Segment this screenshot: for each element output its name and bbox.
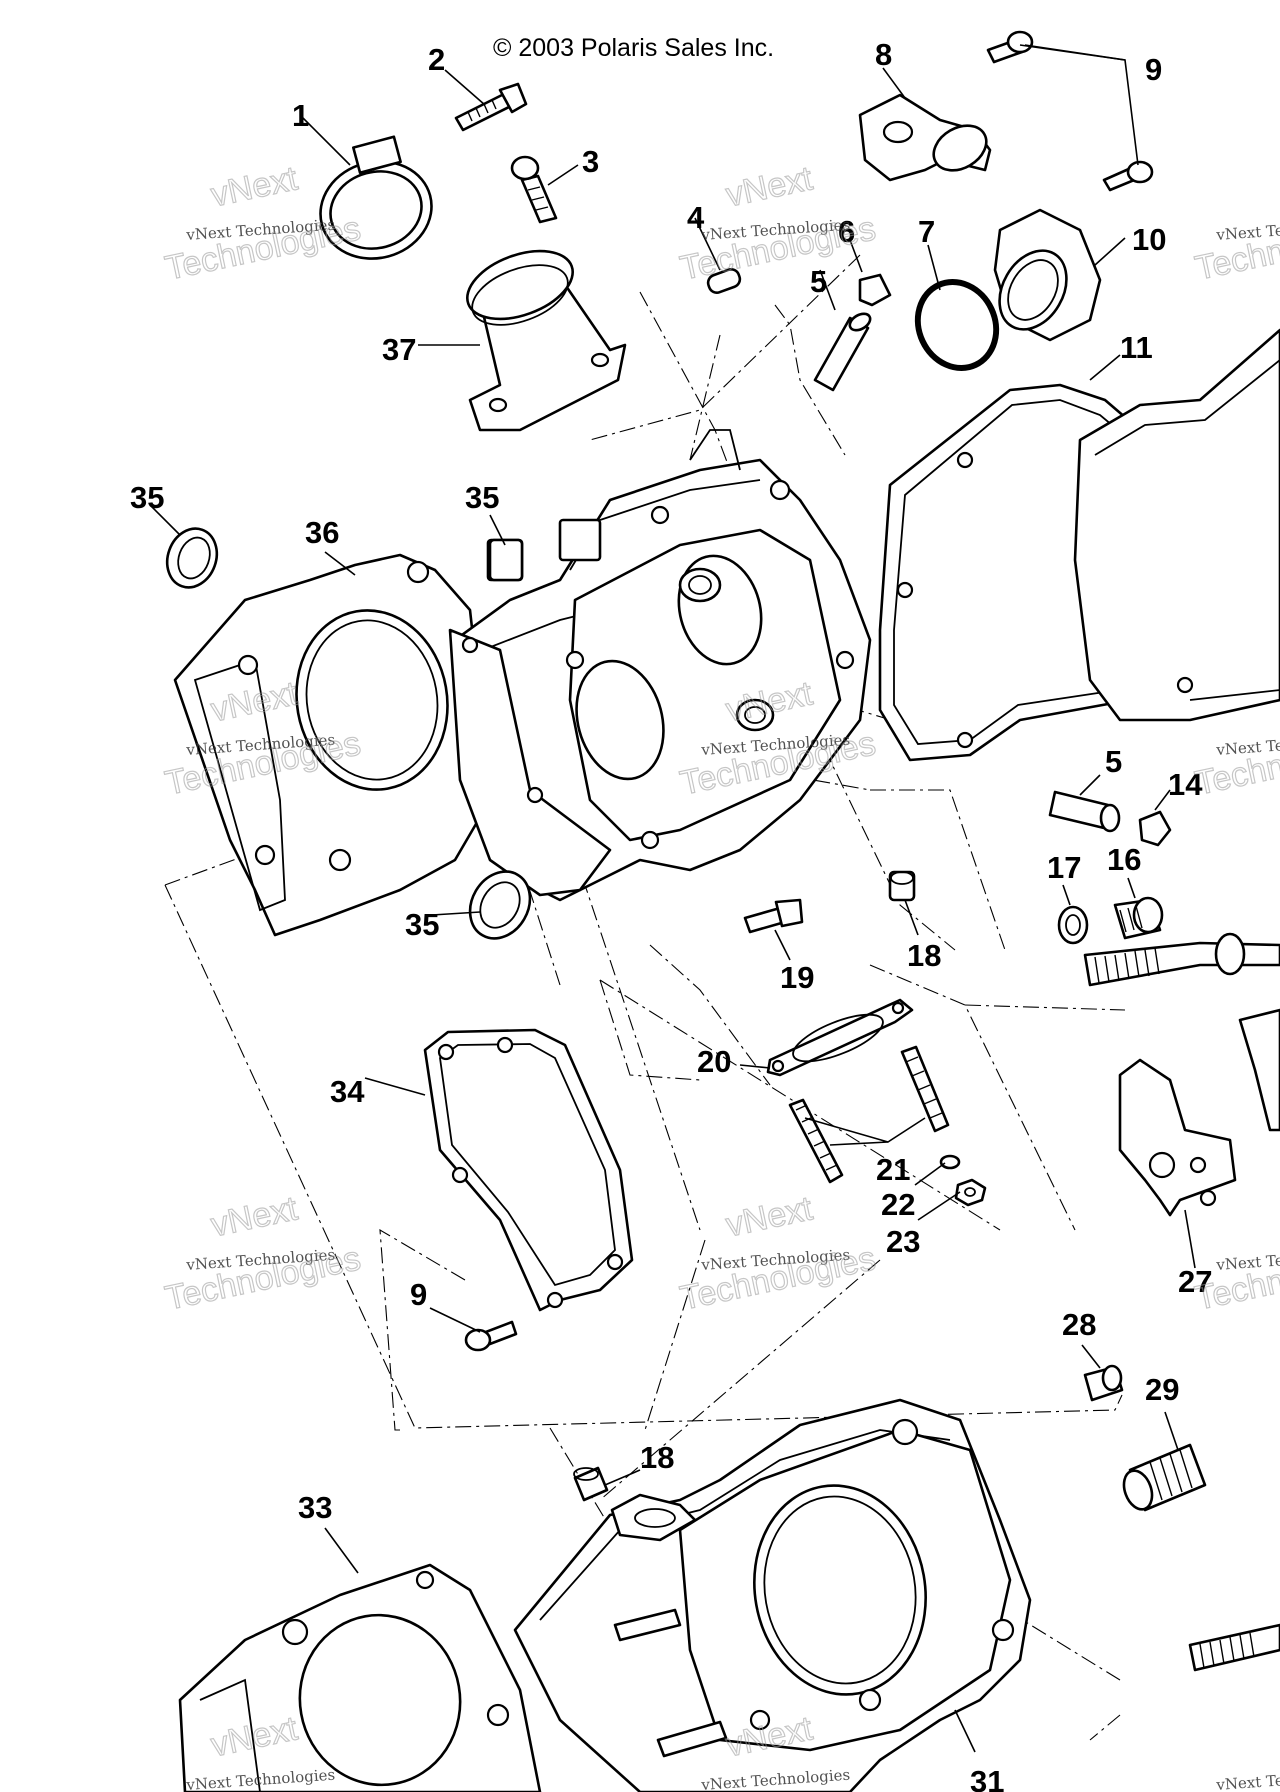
bolt-part-9-upper [986,30,1154,192]
cover-gasket-part-34 [423,1028,634,1312]
long-stud-lower [1188,1623,1280,1672]
dowel-part-4 [706,268,742,294]
callout-14: 14 [1168,767,1203,802]
o-ring-part-7 [914,279,1000,371]
dowel-part-18-upper [888,870,916,902]
cap-part-6 [858,273,892,307]
cap-part-14 [1138,810,1172,847]
washer-part-17 [1057,905,1089,945]
intake-boot-part-37 [466,249,627,432]
callout-35-bottom: 35 [405,907,439,942]
cylinder-head-assembly [448,429,872,902]
valve-guide-part-5-right [1048,790,1121,833]
svg-text:Technologies: Technologies [1192,724,1280,802]
callout-18-lower: 18 [640,1440,674,1475]
callout-11: 11 [1120,330,1153,365]
callout-29: 29 [1145,1372,1179,1407]
bolt-part-9-lower [464,1320,518,1352]
cylinder-part-31 [513,1398,1032,1792]
callout-36: 36 [305,515,339,550]
hose-clamp-part-1 [319,135,433,260]
bracket-part-27 [1118,1058,1237,1217]
callout-9-lower: 9 [410,1277,427,1312]
svg-text:vNext Technologies: vNext Technologies [1215,1766,1280,1792]
plug-part-16 [1113,896,1164,940]
svg-text:Technologies: Technologies [1192,209,1280,287]
exhaust-gasket-part-20 [766,998,914,1077]
svg-text:vNext: vNext [208,1189,301,1244]
callout-35-left: 35 [130,480,164,515]
valve-guide-part-5-top [813,312,872,392]
callout-6: 6 [838,214,855,249]
thermostat-housing-part-10 [993,208,1102,342]
callout-37: 37 [382,332,416,367]
callout-35-center: 35 [465,480,499,515]
bolt-part-2 [454,82,528,132]
callout-28: 28 [1062,1307,1096,1342]
callout-5-top: 5 [810,264,827,299]
watermark-tile: vNext Technologies Technologies [1191,724,1280,804]
watermark-tile: vNext Technologies Technologies [1191,209,1280,289]
callout-20: 20 [697,1044,731,1079]
leader-lines [149,44,1196,1753]
water-outlet-part-8 [858,93,992,182]
base-gasket-part-33 [178,1563,542,1792]
watermark-tile: vNext vNext Technologies Technologies [161,159,364,289]
svg-text:vNext: vNext [723,1189,816,1244]
sleeve-part-29 [1122,1443,1207,1512]
callout-1: 1 [292,98,309,133]
callout-labels: 1 2 3 4 5 6 7 8 9 10 11 5 14 17 16 18 19… [130,37,1212,1792]
callout-9-top: 9 [1145,52,1162,87]
callout-7: 7 [918,214,935,249]
seal-part-35-center-top [488,538,524,582]
partial-right-component [1238,1008,1280,1132]
head-gasket-part-36 [173,553,492,937]
callout-19: 19 [780,960,814,995]
stud-part-21 [788,1045,950,1184]
callout-4: 4 [687,200,705,235]
watermark-tile: vNext Technologies [1215,1766,1280,1792]
callout-17: 17 [1047,850,1081,885]
valve-cover-partial [1073,328,1280,722]
seal-part-35-left [165,527,219,589]
lockwasher-part-22 [939,1154,961,1170]
svg-text:vNext: vNext [208,159,301,214]
callout-33: 33 [298,1490,332,1525]
callout-34: 34 [330,1074,365,1109]
long-stud [1083,932,1280,987]
bolt-part-3 [510,155,558,224]
svg-text:vNext: vNext [723,159,816,214]
dowel-part-18-lower [573,1466,609,1502]
callout-31: 31 [970,1764,1004,1792]
callout-2: 2 [428,42,445,77]
svg-text:Technologies: Technologies [1192,1239,1280,1317]
nut-part-23 [954,1178,987,1207]
callout-5-right: 5 [1105,744,1122,779]
callout-3: 3 [582,144,599,179]
callout-18-upper: 18 [907,938,941,973]
callout-16: 16 [1107,842,1141,877]
callout-23: 23 [886,1224,920,1259]
watermark-tile: vNext Technologies Technologies [1191,1239,1280,1319]
bolt-part-19 [743,898,804,934]
dowel-part-28 [1083,1364,1124,1402]
callout-22: 22 [881,1187,915,1222]
callout-21: 21 [876,1152,910,1187]
watermark-tile: vNext vNext Technologies Technologies [676,159,879,289]
callout-10: 10 [1132,222,1166,257]
watermark-tile: vNext vNext Technologies Technologies [161,1189,364,1319]
copyright-notice: © 2003 Polaris Sales Inc. [493,34,774,62]
callout-27: 27 [1178,1264,1212,1299]
watermark-tile: vNext vNext Technologies Technologies [676,1189,879,1319]
callout-8: 8 [875,37,892,72]
seal-part-35-bottom [468,870,532,940]
